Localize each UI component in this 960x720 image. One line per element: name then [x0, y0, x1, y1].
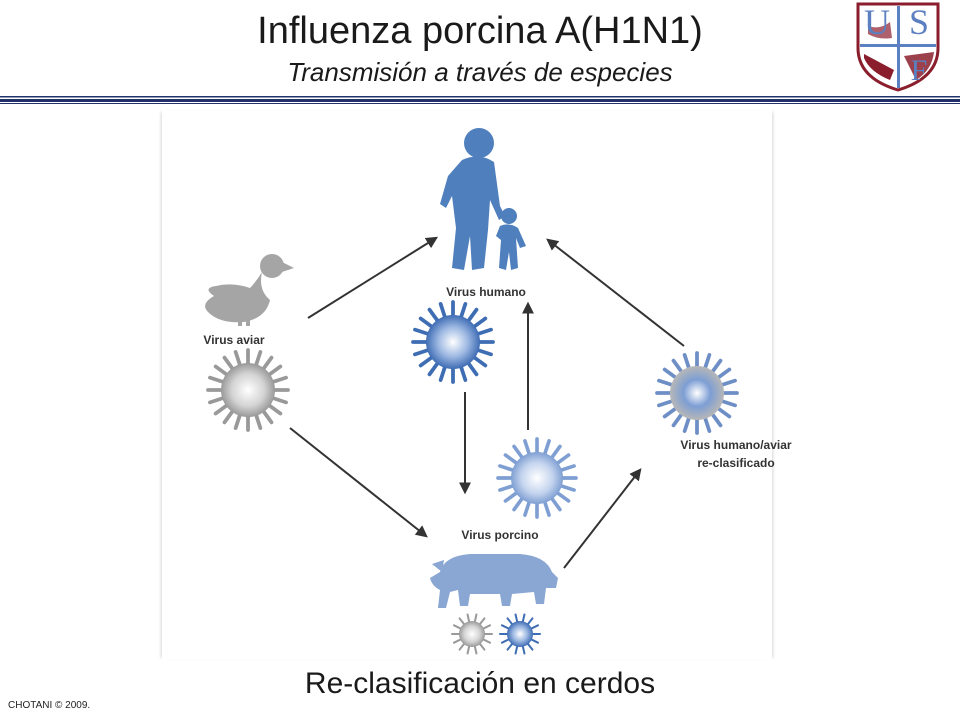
- header-rule: [0, 96, 960, 104]
- logo-letter-s: S: [909, 2, 929, 42]
- label-swine-virus: Virus porcino: [461, 528, 539, 542]
- arrow-avian-to-pig: [289, 427, 428, 538]
- diagram-caption: Re-clasificación en cerdos: [304, 667, 656, 700]
- logo-letter-f: F: [911, 54, 928, 87]
- pig-silhouette-icon: [430, 554, 558, 608]
- arrow-pig-to-reassorted: [563, 468, 642, 569]
- human-virus-icon: [411, 300, 495, 384]
- pig-avian-virus-icon: [451, 613, 493, 655]
- arrow-reassorted-to-human: [546, 238, 685, 347]
- arrow-avian-to-human: [307, 236, 439, 319]
- reassorted-virus-icon: [655, 351, 739, 435]
- page-subtitle: Transmisión a través de especies: [287, 57, 673, 87]
- duck-silhouette-icon: [205, 254, 294, 326]
- human-silhouette-icon: [440, 128, 526, 270]
- pig-human-virus-icon: [499, 613, 541, 655]
- label-reassorted-virus-line2: re-clasificado: [697, 456, 775, 470]
- page-title: Influenza porcina A(H1N1): [257, 10, 703, 52]
- label-reassorted-virus-line1: Virus humano/aviar: [680, 438, 792, 452]
- label-human-virus: Virus humano: [446, 285, 526, 299]
- swine-virus-icon: [496, 437, 578, 519]
- label-avian-virus: Virus aviar: [203, 333, 265, 347]
- copyright-notice: CHOTANI © 2009.: [8, 700, 91, 711]
- university-logo: U S F: [856, 2, 940, 92]
- logo-letter-u: U: [864, 2, 890, 42]
- avian-virus-icon: [206, 348, 290, 432]
